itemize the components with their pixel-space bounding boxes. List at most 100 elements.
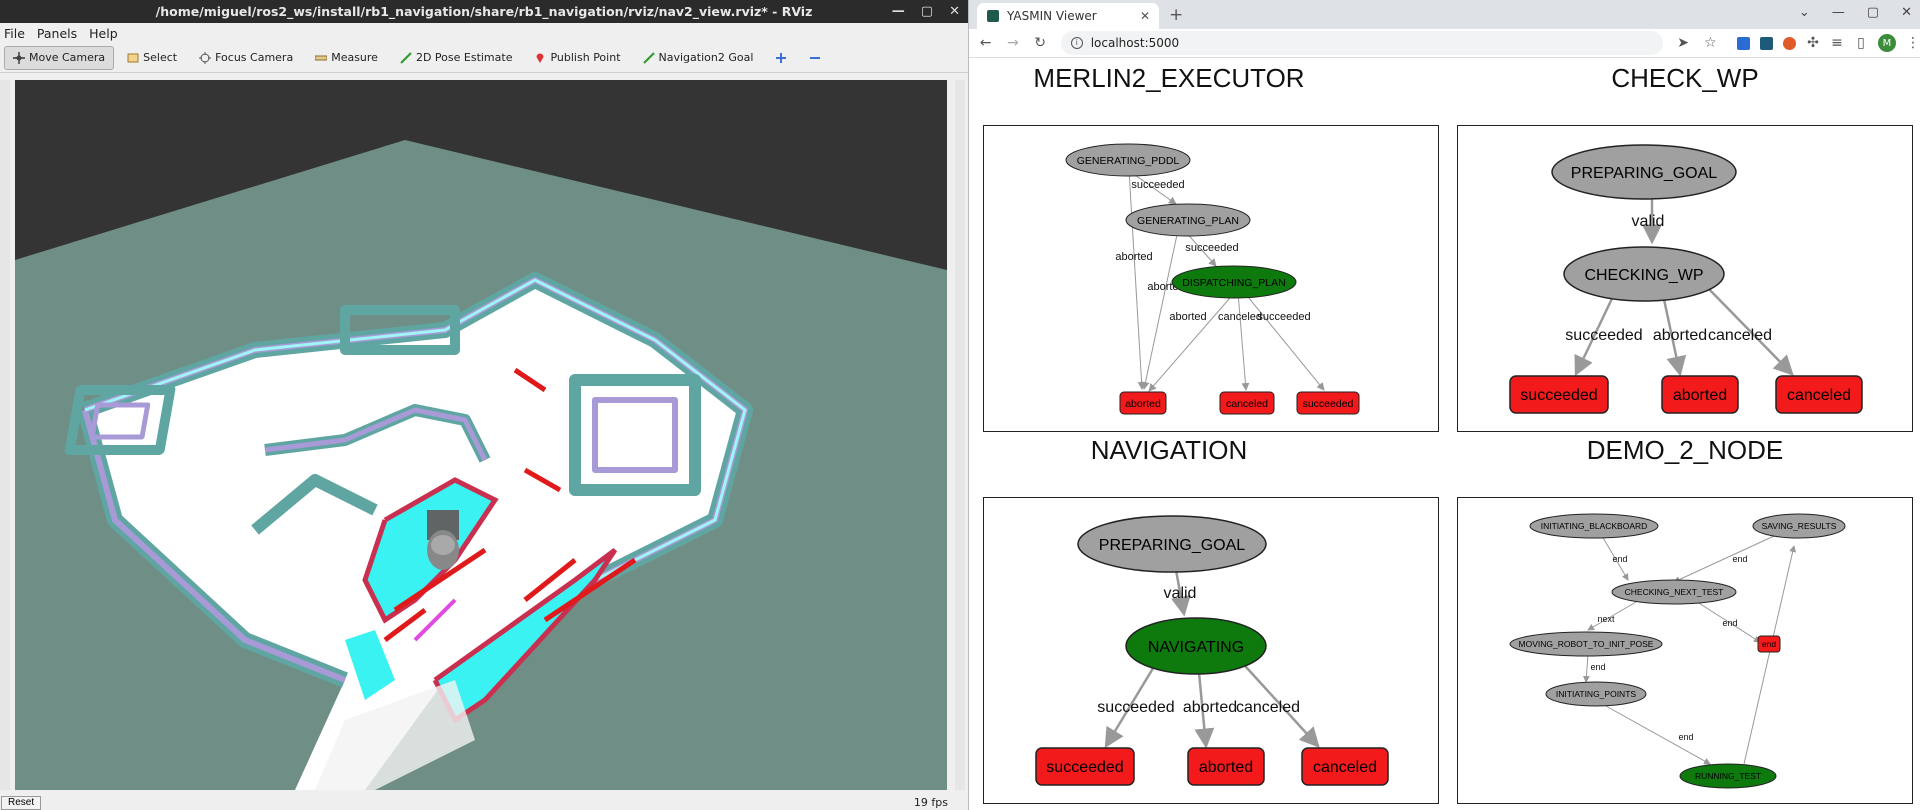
state-saving-results: SAVING_RESULTS (1762, 521, 1837, 531)
address-bar: ← → ↻ i localhost:5000 ➤ ☆ ✣ ≡ ▯ M ⋮ (969, 29, 1920, 58)
outcome-succeeded: succeeded (1046, 759, 1123, 776)
state-navigating: NAVIGATING (1148, 639, 1244, 656)
rviz-statusbar: Reset 19 fps (0, 796, 968, 810)
edge-label: canceled (1218, 311, 1262, 323)
rviz-window-title: /home/miguel/ros2_ws/install/rb1_navigat… (155, 4, 813, 19)
forward-icon[interactable]: → (1006, 35, 1019, 51)
remove-tool-button[interactable] (800, 46, 830, 70)
state-checking-next-test: CHECKING_NEXT_TEST (1625, 587, 1724, 597)
back-icon[interactable]: ← (979, 35, 992, 51)
fsm-panel-demo2[interactable]: end end next end end end INITIATING_BLAC… (1457, 497, 1913, 804)
browser-window: YASMIN Viewer ✕ + ⌄ — ▢ ✕ ← → ↻ i localh… (968, 0, 1920, 810)
nav-goal-tool[interactable]: Navigation2 Goal (634, 46, 763, 70)
edge-label: end (1612, 554, 1627, 564)
bookmark-star-icon[interactable]: ☆ (1704, 35, 1717, 51)
tool-label: Focus Camera (215, 51, 294, 64)
rviz-toolbar: Move Camera Select Focus Camera Measure … (0, 43, 968, 73)
close-icon[interactable]: ✕ (949, 4, 960, 19)
tab-title: YASMIN Viewer (1007, 9, 1097, 23)
rviz-menubar: File Panels Help (0, 23, 968, 43)
edge-label: canceled (1708, 327, 1772, 344)
state-moving-robot-to-init-pose: MOVING_ROBOT_TO_INIT_POSE (1519, 639, 1654, 649)
url-input[interactable]: i localhost:5000 (1060, 31, 1663, 55)
menu-panels[interactable]: Panels (36, 25, 78, 41)
outcome-aborted: aborted (1199, 759, 1253, 776)
edge-label: succeeded (1097, 699, 1174, 716)
extension-icon[interactable] (1737, 36, 1750, 50)
reading-list-icon[interactable]: ≡ (1831, 35, 1843, 51)
state-preparing-goal: PREPARING_GOAL (1099, 537, 1246, 554)
reset-button[interactable]: Reset (1, 796, 42, 810)
measure-icon (315, 55, 328, 60)
maximize-icon[interactable]: ▢ (920, 4, 934, 19)
edge-label: succeeded (1565, 327, 1642, 344)
edge-label: aborted (1169, 311, 1206, 323)
panel-title-demo2: DEMO_2_NODE (1586, 435, 1784, 465)
extension-icon[interactable] (1760, 36, 1773, 50)
menu-help[interactable]: Help (89, 25, 118, 41)
edge-label: succeeded (1131, 179, 1184, 191)
outcome-aborted: aborted (1673, 387, 1727, 404)
outcome-canceled: canceled (1226, 398, 1268, 410)
tool-label: 2D Pose Estimate (415, 51, 513, 64)
fsm-panel-check-wp[interactable]: valid succeeded aborted canceled PREPARI… (1457, 125, 1913, 432)
nav-goal-icon (642, 51, 655, 64)
share-icon[interactable]: ➤ (1677, 35, 1690, 51)
rviz-window: /home/miguel/ros2_ws/install/rb1_navigat… (0, 0, 968, 810)
edge-label: end (1590, 662, 1605, 672)
new-tab-icon[interactable]: + (1169, 5, 1184, 25)
edge-label: succeeded (1257, 311, 1310, 323)
close-tab-icon[interactable]: ✕ (1139, 9, 1150, 23)
right-panel-splitter[interactable] (955, 80, 965, 790)
add-tool-button[interactable] (766, 46, 796, 70)
fsm-panel-merlin[interactable]: succeeded succeeded aborted aborted abor… (983, 125, 1439, 432)
minimize-icon[interactable]: — (1831, 5, 1845, 20)
pose-estimate-tool[interactable]: 2D Pose Estimate (391, 46, 522, 70)
outcome-succeeded: succeeded (1303, 398, 1354, 410)
tab-strip: YASMIN Viewer ✕ + ⌄ — ▢ ✕ (969, 0, 1920, 29)
focus-camera-tool[interactable]: Focus Camera (190, 46, 302, 70)
tool-label: Navigation2 Goal (658, 51, 754, 64)
publish-point-tool[interactable]: Publish Point (525, 46, 629, 70)
edge-label: valid (1632, 213, 1665, 230)
minimize-icon[interactable]: — (891, 4, 905, 19)
menu-file[interactable]: File (4, 25, 25, 41)
extension-icon[interactable] (1783, 36, 1796, 50)
edge-label: next (1597, 614, 1615, 624)
puzzle-icon[interactable]: ✣ (1807, 35, 1819, 51)
edge-label: aborted (1183, 699, 1237, 716)
rviz-3d-viewport[interactable] (15, 80, 947, 790)
more-menu-icon[interactable]: ⋮ (1906, 35, 1920, 51)
robot-model (427, 510, 459, 570)
edge-label: end (1722, 618, 1737, 628)
fsm-panel-navigation[interactable]: valid succeeded aborted canceled PREPARI… (983, 497, 1439, 804)
avatar[interactable]: M (1878, 34, 1896, 52)
edge-label: canceled (1236, 699, 1300, 716)
left-panel-splitter[interactable] (0, 80, 10, 790)
maximize-icon[interactable]: ▢ (1866, 5, 1880, 20)
tab-search-icon[interactable]: ⌄ (1798, 5, 1810, 20)
panel-title-navigation: NAVIGATION (1090, 435, 1248, 465)
select-icon (127, 53, 139, 62)
tab-yasmin-viewer[interactable]: YASMIN Viewer ✕ (977, 3, 1159, 29)
site-info-icon[interactable]: i (1070, 37, 1083, 49)
reload-icon[interactable]: ↻ (1034, 35, 1046, 51)
move-camera-tool[interactable]: Move Camera (4, 45, 115, 70)
outcome-end: end (1762, 639, 1776, 649)
outcome-succeeded: succeeded (1520, 387, 1597, 404)
select-tool[interactable]: Select (118, 46, 186, 70)
side-panel-icon[interactable]: ▯ (1857, 35, 1865, 51)
state-generating-plan: GENERATING_PLAN (1137, 215, 1239, 227)
yasmin-viewer-page: MERLIN2_EXECUTOR succeeded (969, 58, 1920, 810)
fps-readout: 19 fps (913, 796, 948, 809)
measure-tool[interactable]: Measure (306, 46, 387, 70)
favicon-icon (987, 10, 999, 22)
move-camera-icon (13, 51, 25, 64)
outcome-aborted: aborted (1125, 398, 1161, 410)
state-dispatching-plan: DISPATCHING_PLAN (1182, 277, 1285, 289)
close-icon[interactable]: ✕ (1901, 5, 1912, 20)
rviz-titlebar: /home/miguel/ros2_ws/install/rb1_navigat… (0, 0, 968, 23)
edge-label: aborted (1653, 327, 1707, 344)
plus-icon (776, 52, 787, 63)
state-running-test: RUNNING_TEST (1695, 771, 1761, 781)
